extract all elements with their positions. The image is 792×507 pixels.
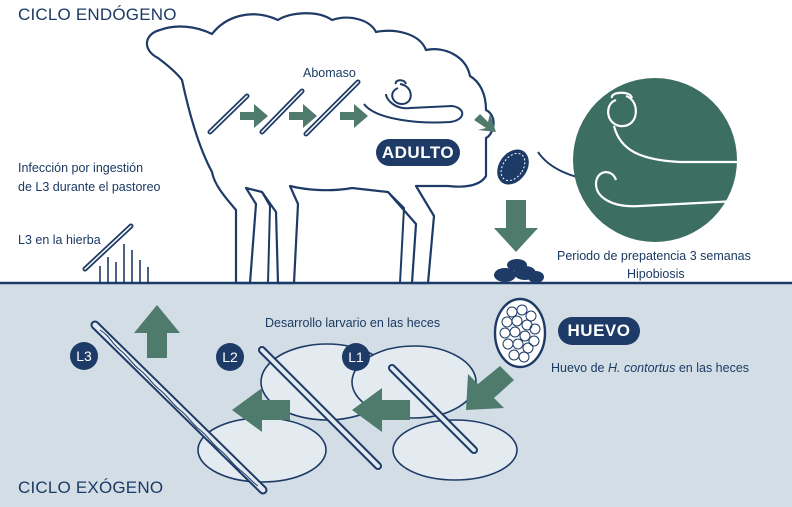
exogenous-cycle-title: CICLO EXÓGENO xyxy=(18,478,164,497)
soil-stage-badge-l1: L1 xyxy=(342,343,370,371)
adult-stage-pill: ADULTO xyxy=(376,139,460,166)
down-arrow-icon xyxy=(494,200,538,252)
stage-label-l4: L4 xyxy=(271,143,289,160)
stage-label-l5: L5 xyxy=(323,143,341,160)
adult-worm-icon xyxy=(363,79,464,124)
infection-label-line2: de L3 durante el pastoreo xyxy=(18,180,161,194)
egg-caption-suffix: en las heces xyxy=(675,361,750,375)
up-arrow-icon xyxy=(134,305,180,358)
dung-egg-icon xyxy=(497,149,529,185)
larval-development-label: Desarrollo larvario en las heces xyxy=(265,316,441,330)
prepatency-label: Periodo de prepatencia 3 semanas xyxy=(557,249,751,263)
grass-icon xyxy=(99,244,149,283)
infection-label-line1: Infección por ingestión xyxy=(18,161,144,175)
egg-closeup-icon xyxy=(493,297,547,369)
feces-pellets-icon xyxy=(494,259,544,283)
soil-l3-larva-icon xyxy=(90,320,268,495)
hypobiosis-label: Hipobiosis xyxy=(627,267,685,281)
soil-l1-larva-icon xyxy=(388,364,478,454)
sheep-legs-icon xyxy=(261,191,406,284)
left-arrow-icon xyxy=(232,388,290,432)
down-left-arrow-icon xyxy=(466,366,514,410)
egg-caption-species: H. contortus xyxy=(607,361,676,375)
soil-stage-badge-l3: L3 xyxy=(70,342,98,370)
l5-larva-icon xyxy=(303,79,361,137)
stage-label-l3: L3 xyxy=(217,143,235,160)
l3-grass-label: L3 en la hierba xyxy=(18,233,101,247)
left-arrow-icon xyxy=(352,388,410,432)
endogenous-cycle-title: CICLO ENDÓGENO xyxy=(18,5,177,24)
sheep-icon xyxy=(145,12,495,285)
closeup-worm-icon xyxy=(594,91,775,208)
l4-larva-icon xyxy=(259,88,305,135)
grass-larva-icon xyxy=(82,223,134,272)
soil-l2-larva-icon xyxy=(258,346,382,470)
egg-caption: Huevo de H. contortus en las heces xyxy=(551,361,749,375)
egg-stage-pill: HUEVO xyxy=(558,317,640,345)
arrow-icon xyxy=(240,104,496,132)
egg-caption-prefix: Huevo de xyxy=(551,361,608,375)
soil-stage-badge-l2: L2 xyxy=(216,343,244,371)
abomasum-label: Abomaso xyxy=(303,66,356,80)
l3-larva-icon xyxy=(207,93,250,135)
feces-mass xyxy=(197,343,518,483)
